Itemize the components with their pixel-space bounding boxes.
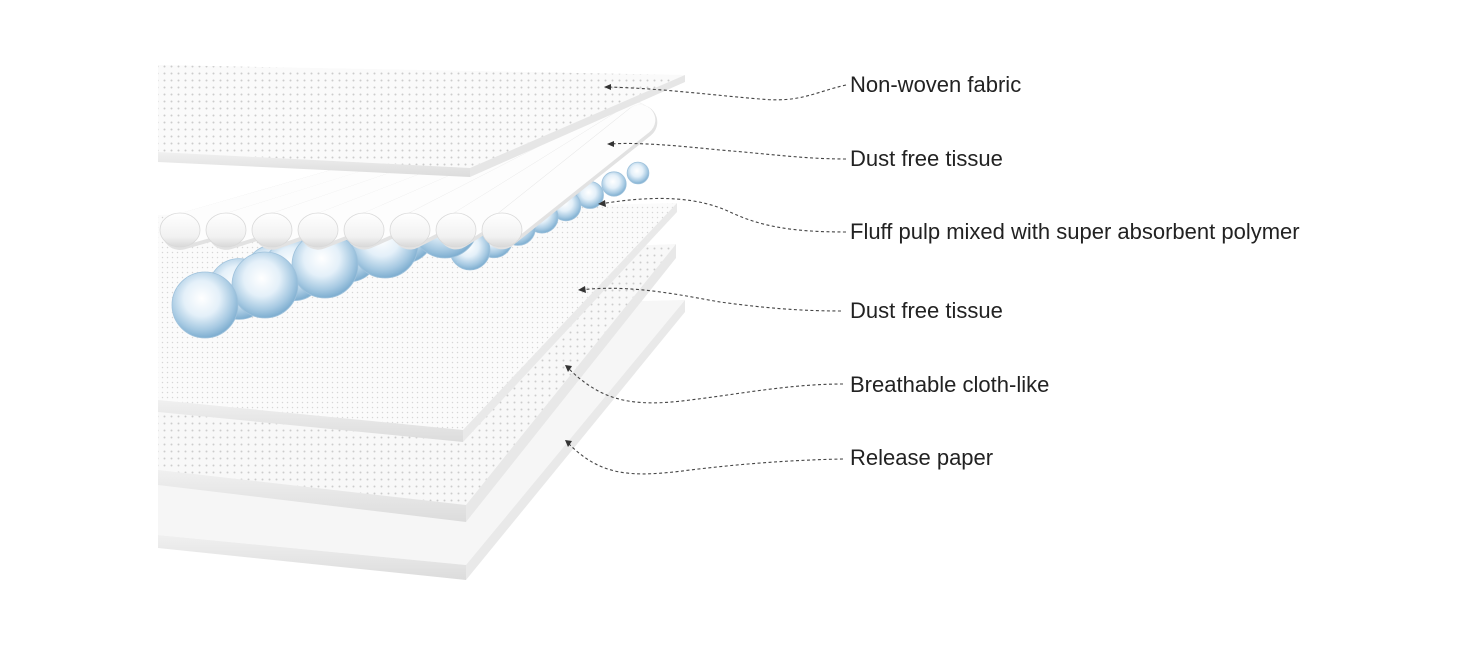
leader-dust-free-tissue-top: [608, 142, 847, 160]
non-woven-fabric-sheet: [158, 65, 685, 177]
fluff-rod-end: [159, 212, 201, 248]
fluff-rod-end: [251, 212, 293, 248]
leader-fluff-pulp: [599, 197, 847, 233]
label-breathable-cloth-like: Breathable cloth-like: [850, 372, 1050, 397]
sap-bead: [601, 171, 627, 197]
arrowhead-release-paper: [565, 440, 572, 447]
label-dust-free-tissue-top: Dust free tissue: [850, 146, 1003, 171]
fluff-rod-end: [481, 212, 523, 248]
label-non-woven-fabric: Non-woven fabric: [850, 72, 1022, 97]
fluff-rod-end: [435, 212, 477, 248]
leader-breathable-cloth: [566, 366, 844, 404]
fluff-rod: [486, 104, 656, 246]
arrowhead-dust-free-tissue-top: [607, 141, 614, 147]
label-dust-free-tissue-bottom: Dust free tissue: [850, 298, 1003, 323]
fluff-rod-end: [343, 212, 385, 248]
leader-dust-free-tissue-bottom: [579, 287, 842, 312]
fluff-rod-end: [389, 212, 431, 248]
arrowhead-non-woven-fabric: [604, 84, 611, 90]
arrowhead-dust-free-tissue-bottom: [578, 286, 586, 293]
sap-bead: [171, 271, 239, 339]
leader-non-woven-fabric: [605, 84, 847, 101]
arrowhead-fluff-pulp: [598, 200, 606, 207]
fluff-rod-end: [205, 212, 247, 248]
label-release-paper: Release paper: [850, 445, 994, 470]
label-fluff-pulp-sap: Fluff pulp mixed with super absorbent po…: [850, 219, 1300, 244]
leader-lines: [565, 84, 847, 475]
leader-release-paper: [566, 441, 844, 475]
sap-bead: [231, 251, 299, 319]
arrowhead-breathable-cloth: [565, 365, 572, 372]
sap-bead: [626, 161, 650, 185]
fluff-rod-end: [297, 212, 339, 248]
